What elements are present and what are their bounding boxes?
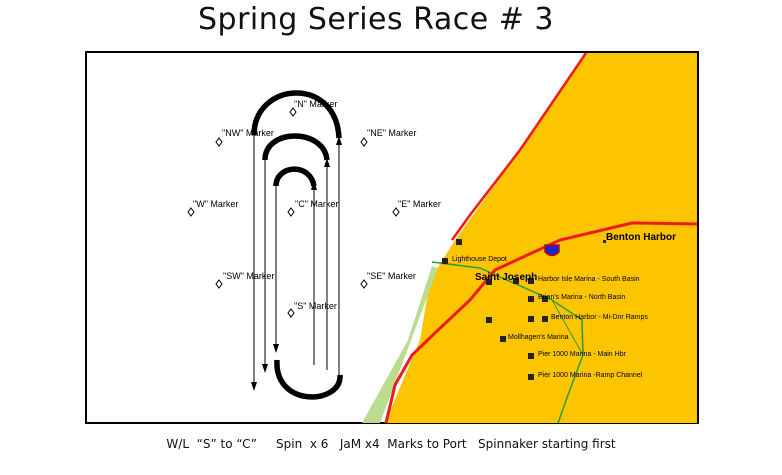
- place-square-icon: [528, 296, 534, 302]
- mark-ne-icon: [360, 137, 368, 147]
- city-dot-icon: [603, 240, 606, 243]
- place-square-icon: [442, 258, 448, 264]
- place-square-icon: [513, 278, 519, 284]
- place-square-icon: [456, 239, 462, 245]
- place-label-harbor-isle: Harbor Isle Marina - South Basin: [538, 276, 640, 283]
- arrow-up-icon: [311, 181, 317, 190]
- course-arrows: [251, 136, 342, 391]
- race-title: Spring Series Race # 3: [198, 2, 554, 37]
- place-label-benton-ramps: Benton Harbor - Mi-Dnr Ramps: [551, 314, 648, 321]
- shoreline-strip: [362, 266, 438, 423]
- mark-e-icon: [392, 207, 400, 217]
- mark-s-icon: [287, 308, 295, 318]
- place-label-lighthouse: Lighthouse Depot: [452, 256, 507, 263]
- mark-c-icon: [287, 207, 295, 217]
- marker-label-w: "W" Marker: [193, 199, 238, 209]
- highway-road: [384, 221, 698, 424]
- marker-label-e: "E" Marker: [398, 199, 441, 209]
- place-markers: [442, 239, 606, 380]
- rounding-bottom: [274, 359, 343, 400]
- place-label-pier-ramp: Pier 1000 Marina -Ramp Channel: [538, 372, 643, 379]
- mark-w-icon: [187, 207, 195, 217]
- marker-label-sw: "SW" Marker: [223, 271, 274, 281]
- arrow-up-icon: [336, 136, 342, 145]
- marker-label-s: "S" Marker: [294, 301, 337, 311]
- land-area: [385, 53, 697, 423]
- place-label-benton-harbor: Benton Harbor: [606, 232, 676, 243]
- place-label-mollhagens: Mollhagen's Marina: [508, 334, 569, 341]
- marker-label-n: "N" Marker: [294, 99, 337, 109]
- rounding-top-middle: [262, 133, 330, 161]
- marker-label-nw: "NW" Marker: [222, 128, 274, 138]
- place-square-icon: [528, 278, 534, 284]
- place-label-saint-joseph: Saint Joseph: [475, 272, 537, 283]
- place-square-icon: [542, 316, 548, 322]
- place-square-icon: [486, 317, 492, 323]
- arrow-down-icon: [273, 344, 279, 353]
- mark-nw-icon: [215, 137, 223, 147]
- course-marks: [187, 107, 400, 318]
- railway-branch: [551, 299, 584, 356]
- arrow-up-icon: [324, 158, 330, 167]
- place-square-icon: [486, 279, 492, 285]
- place-square-icon: [528, 316, 534, 322]
- mark-n-icon: [289, 107, 297, 117]
- place-square-icon: [528, 374, 534, 380]
- place-square-icon: [528, 353, 534, 359]
- race-instructions: W/L “S” to “C” Spin x 6 JaM x4 Marks to …: [166, 437, 616, 451]
- arrow-down-icon: [251, 382, 257, 391]
- place-square-icon: [542, 296, 548, 302]
- mark-sw-icon: [215, 279, 223, 289]
- place-square-icon: [500, 336, 506, 342]
- marker-label-se: "SE" Marker: [367, 271, 416, 281]
- rounding-top-inner: [273, 166, 317, 187]
- secondary-road: [450, 52, 588, 241]
- place-label-brians: Brian's Marina - North Basin: [538, 294, 625, 301]
- arrow-down-icon: [262, 364, 268, 373]
- mark-se-icon: [360, 279, 368, 289]
- railway-line: [431, 261, 584, 424]
- place-label-pier-main: Pier 1000 Marina - Main Hbr: [538, 351, 627, 358]
- marker-label-c: "C" Marker: [295, 199, 338, 209]
- rounding-top-outer: [251, 90, 342, 139]
- course-path: [251, 90, 343, 400]
- interstate-shield-icon: [544, 244, 560, 257]
- marker-label-ne: "NE" Marker: [367, 128, 416, 138]
